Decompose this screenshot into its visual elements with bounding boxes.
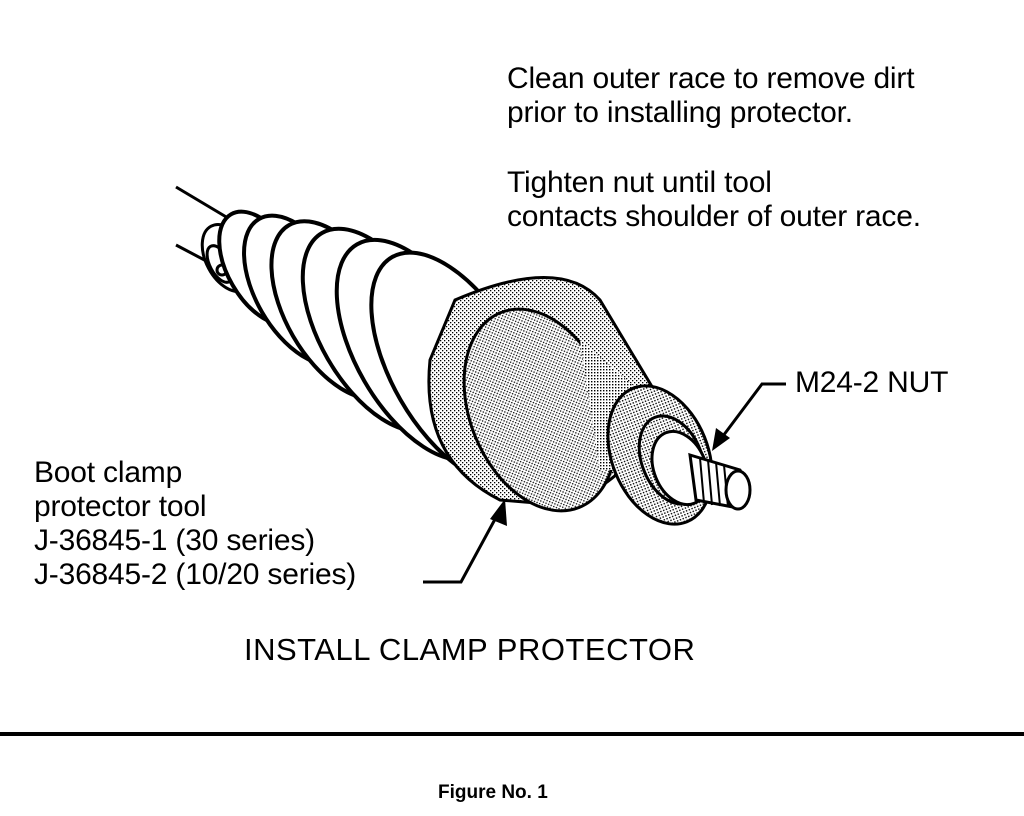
note-line: contacts shoulder of outer race. (507, 200, 921, 233)
note-line: Clean outer race to remove dirt (507, 62, 915, 95)
note-line: Tighten nut until tool (507, 166, 772, 199)
protector-tool-body (427, 276, 714, 526)
tool-label-line: Boot clamp (34, 456, 183, 489)
clean-outer-race-note: Clean outer race to remove dirt prior to… (507, 62, 915, 130)
tool-label: Boot clamp protector tool J-36845-1 (30 … (34, 456, 356, 592)
figure-number: Figure No. 1 (438, 782, 548, 803)
tool-label-line: protector tool (34, 490, 207, 523)
figure-caption: INSTALL CLAMP PROTECTOR (244, 632, 696, 667)
arrow-nut (712, 428, 730, 451)
tool-label-line: J-36845-1 (30 series) (34, 524, 315, 557)
note-line: prior to installing protector. (507, 96, 853, 129)
tighten-nut-note: Tighten nut until tool contacts shoulder… (507, 166, 921, 234)
nut-label: M24-2 NUT (795, 366, 949, 399)
tool-label-line: J-36845-2 (10/20 series) (34, 558, 357, 591)
arrow-tool (490, 499, 507, 526)
leader-tool (423, 509, 502, 584)
divider-rule (0, 732, 1024, 736)
leader-nut (718, 382, 786, 441)
m24-nut-and-stud (650, 429, 752, 511)
